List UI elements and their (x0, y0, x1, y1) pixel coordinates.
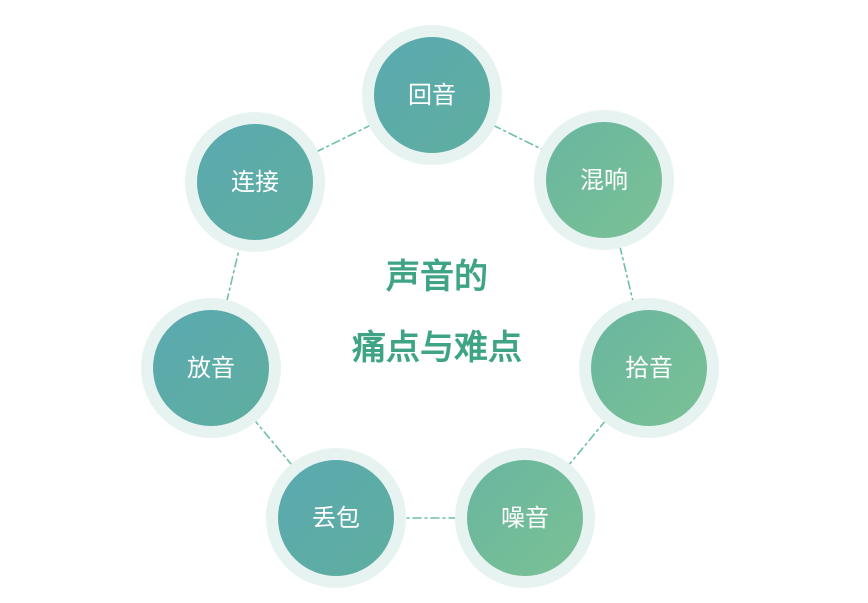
node-packet-loss-label: 丢包 (312, 504, 360, 532)
center-title: 声音的 痛点与难点 (352, 257, 522, 368)
connector-pickup-noise (567, 419, 607, 467)
node-pickup: 拾音 (579, 298, 719, 438)
node-reverb-circle (546, 122, 662, 238)
node-pickup-label: 拾音 (625, 354, 673, 382)
node-playback: 放音 (141, 298, 281, 438)
connector-reverb-pickup (619, 245, 634, 303)
node-pickup-circle (591, 310, 707, 426)
node-packet-loss: 丢包 (266, 448, 406, 588)
node-layer: 回音 混响 拾音 噪音 丢包 放音 连接 (141, 25, 719, 588)
node-packet-loss-circle (278, 460, 394, 576)
center-title-line-1: 声音的 (386, 257, 488, 297)
node-echo-label: 回音 (408, 81, 456, 109)
connector-echo-reverb (492, 124, 544, 151)
node-reverb: 混响 (534, 110, 674, 250)
connector-playback-connection (225, 247, 241, 303)
node-noise-label: 噪音 (501, 504, 549, 532)
connector-packet-loss-playback (253, 419, 294, 467)
node-playback-label: 放音 (187, 354, 235, 382)
node-connection: 连接 (185, 112, 325, 252)
node-reverb-label: 混响 (580, 166, 628, 194)
node-noise: 噪音 (455, 448, 595, 588)
node-connection-circle (197, 124, 313, 240)
center-title-line-2: 痛点与难点 (352, 328, 522, 368)
connector-connection-echo (315, 124, 372, 153)
node-noise-circle (467, 460, 583, 576)
node-connection-label: 连接 (231, 168, 279, 196)
connector-ring (225, 124, 634, 519)
node-echo: 回音 (362, 25, 502, 165)
node-echo-circle (374, 37, 490, 153)
node-playback-circle (153, 310, 269, 426)
